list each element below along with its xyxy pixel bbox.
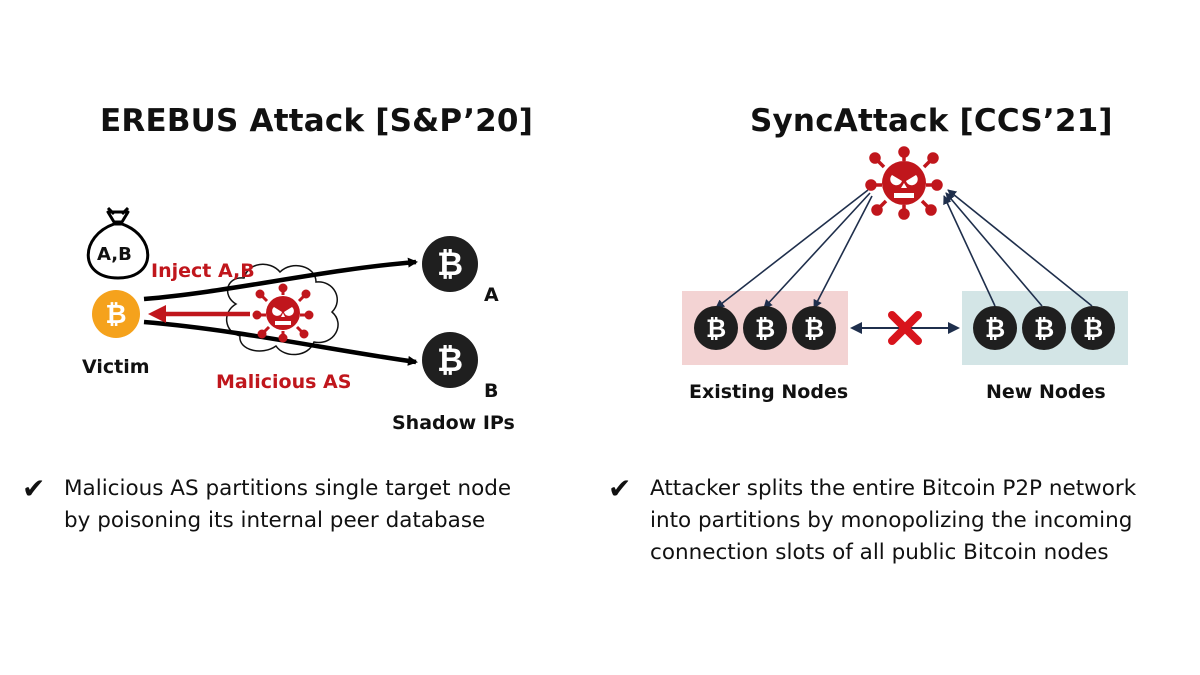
erebus-bullet-text: Malicious AS partitions single target no… (64, 473, 511, 537)
new-node-bitcoin-icon: ₿ (1022, 306, 1066, 350)
erebus-bullet: ✔ Malicious AS partitions single target … (22, 473, 511, 537)
sync-bullet-text: Attacker splits the entire Bitcoin P2P n… (650, 473, 1136, 569)
attacker-skull-virus-icon (865, 146, 943, 220)
skull-virus-icon (252, 283, 314, 343)
check-icon: ✔ (22, 472, 46, 505)
inject-arrow (148, 305, 250, 323)
svg-text:₿: ₿ (1034, 314, 1054, 343)
money-bag-icon (86, 206, 150, 280)
arrow-to-a (143, 257, 418, 302)
victim-bitcoin-icon: ₿ (92, 290, 140, 338)
inject-label: Inject A,B (151, 260, 255, 282)
erebus-bullet-line-2: by poisoning its internal peer database (64, 508, 486, 533)
svg-text:₿: ₿ (1083, 314, 1103, 343)
new-nodes-label: New Nodes (986, 381, 1106, 403)
sync-bullet-line-2: into partitions by monopolizing the inco… (650, 508, 1133, 533)
erebus-title: EREBUS Attack [S&P’20] (100, 103, 534, 139)
sync-bullet-line-3: connection slots of all public Bitcoin n… (650, 540, 1109, 565)
node-a-bitcoin-icon: ₿ (422, 236, 478, 292)
svg-text:₿: ₿ (706, 314, 726, 343)
malicious-as-label: Malicious AS (216, 371, 352, 393)
check-icon: ✔ (608, 472, 632, 505)
existing-nodes-label: Existing Nodes (689, 381, 849, 403)
svg-text:₿: ₿ (437, 245, 463, 283)
erebus-bullet-line-1: Malicious AS partitions single target no… (64, 476, 512, 501)
existing-node-bitcoin-icon: ₿ (743, 306, 787, 350)
existing-node-bitcoin-icon: ₿ (792, 306, 836, 350)
shadow-ips-label: Shadow IPs (392, 412, 515, 434)
sync-bullet-line-1: Attacker splits the entire Bitcoin P2P n… (650, 476, 1137, 501)
node-b-bitcoin-icon: ₿ (422, 332, 478, 388)
sync-title: SyncAttack [CCS’21] (750, 103, 1113, 139)
bag-label: A,B (97, 244, 132, 265)
existing-node-bitcoin-icon: ₿ (694, 306, 738, 350)
svg-text:₿: ₿ (437, 341, 463, 379)
node-b-label: B (484, 380, 499, 402)
svg-text:₿: ₿ (105, 300, 126, 330)
svg-text:₿: ₿ (985, 314, 1005, 343)
svg-text:₿: ₿ (804, 314, 824, 343)
x-mark-icon (888, 311, 922, 345)
sync-bullet: ✔ Attacker splits the entire Bitcoin P2P… (608, 473, 1136, 569)
svg-text:₿: ₿ (755, 314, 775, 343)
new-node-bitcoin-icon: ₿ (1071, 306, 1115, 350)
node-a-label: A (484, 284, 499, 306)
victim-label: Victim (82, 356, 150, 378)
erebus-diagram: ₿ ₿ ₿ (86, 206, 478, 388)
sync-diagram: ₿ ₿ ₿ ₿ ₿ ₿ (682, 146, 1128, 365)
new-node-bitcoin-icon: ₿ (973, 306, 1017, 350)
